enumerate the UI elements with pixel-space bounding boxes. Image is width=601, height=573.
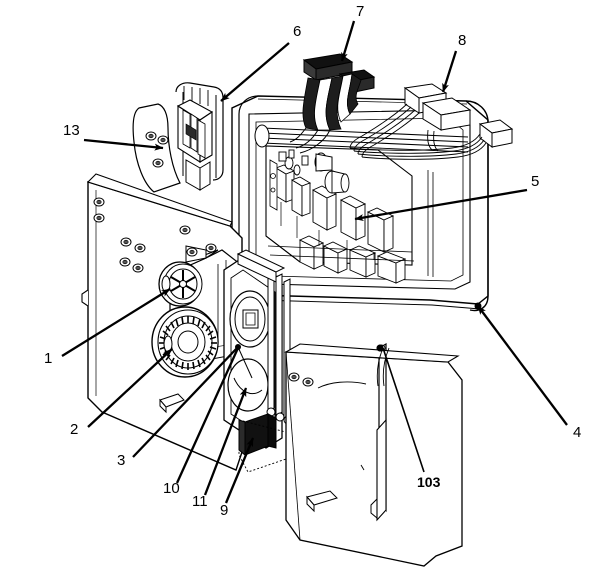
callout-label-9: 9 bbox=[220, 502, 229, 519]
callout-label-4: 4 bbox=[573, 424, 582, 441]
callout-label-5: 5 bbox=[531, 173, 540, 190]
leader-dot-5 bbox=[376, 344, 384, 352]
latch-assembly bbox=[175, 82, 224, 191]
callout-label-7: 7 bbox=[356, 3, 365, 20]
leader-7 bbox=[340, 20, 356, 62]
callout-label-8: 8 bbox=[458, 32, 467, 49]
callout-label-3: 3 bbox=[117, 452, 126, 469]
ribbon-cable-harness bbox=[289, 53, 376, 154]
leader-10 bbox=[175, 347, 240, 484]
wire-harness-connectors bbox=[349, 83, 514, 160]
leader-3 bbox=[132, 346, 239, 458]
leader-4 bbox=[477, 305, 568, 426]
large-graduated-dial bbox=[151, 306, 219, 378]
leader-6 bbox=[220, 42, 290, 102]
leader-8 bbox=[441, 50, 458, 93]
leader-11 bbox=[203, 387, 248, 496]
leader-5 bbox=[354, 188, 528, 222]
leader-13 bbox=[83, 138, 164, 151]
callout-label-2: 2 bbox=[70, 421, 79, 438]
callout-label-11: 11 bbox=[192, 493, 208, 510]
callout-label-103: 103 bbox=[417, 474, 441, 490]
callout-label-1: 1 bbox=[44, 350, 53, 367]
small-dial-knob bbox=[158, 261, 203, 307]
leader-lines bbox=[61, 20, 568, 504]
leader-dot-4 bbox=[474, 302, 482, 310]
leader-2 bbox=[87, 348, 173, 428]
callout-label-6: 6 bbox=[293, 23, 302, 40]
circuit-board-assembly bbox=[254, 124, 469, 284]
leader-103 bbox=[382, 347, 425, 473]
leader-1 bbox=[61, 288, 171, 357]
lower-panel bbox=[284, 342, 463, 567]
display-bezel bbox=[223, 249, 293, 449]
leader-9 bbox=[224, 437, 255, 504]
callout-label-10: 10 bbox=[163, 480, 180, 497]
callout-label-13: 13 bbox=[63, 122, 80, 139]
